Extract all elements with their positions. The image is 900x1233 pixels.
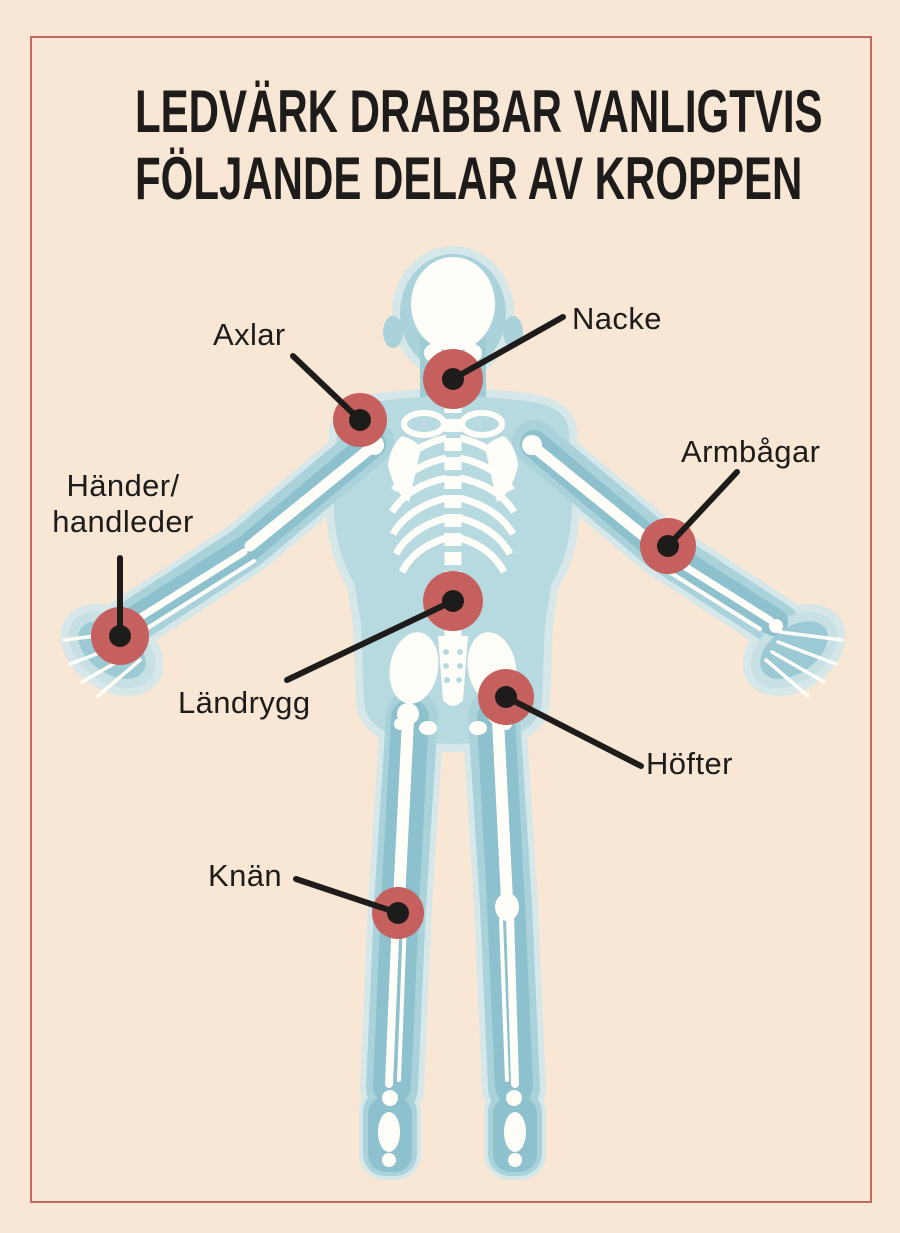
marker-knan (293, 876, 424, 939)
page-title: LEDVÄRK DRABBAR VANLIGTVIS FÖLJANDE DELA… (135, 78, 823, 212)
marker-hander-handleder (91, 555, 149, 665)
label-landrygg: Ländrygg (178, 685, 311, 720)
label-hander-line1: Händer/ (66, 468, 180, 503)
marker-nacke (423, 314, 566, 409)
label-armbagar: Armbågar (681, 434, 821, 469)
connector-knan (293, 876, 401, 916)
label-hofter: Höfter (646, 746, 733, 781)
label-nacke: Nacke (572, 301, 662, 336)
marker-hofter (478, 669, 644, 769)
connector-armbagar (665, 469, 740, 549)
bones (62, 257, 844, 1167)
marker-landrygg-dot (442, 590, 464, 612)
marker-axlar-dot (349, 409, 371, 431)
connector-nacke (450, 314, 566, 382)
marker-armbagar-dot (657, 535, 679, 557)
title-line-2: FÖLJANDE DELAR AV KROPPEN (135, 145, 803, 212)
label-knan: Knän (208, 858, 282, 893)
marker-axlar (290, 353, 387, 447)
marker-armbagar (640, 469, 740, 574)
marker-hofter-dot (495, 686, 517, 708)
marker-hander-dot (109, 625, 131, 647)
label-hander-handleder: Händer/ handleder (38, 468, 208, 540)
label-hander-line2: handleder (52, 504, 194, 539)
connector-hofter (503, 694, 644, 769)
marker-nacke-dot (442, 368, 464, 390)
marker-landrygg (284, 571, 483, 683)
connector-axlar (290, 353, 363, 423)
connector-landrygg (284, 598, 456, 683)
title-line-1: LEDVÄRK DRABBAR VANLIGTVIS (135, 78, 823, 145)
label-axlar: Axlar (213, 317, 286, 352)
marker-knan-dot (387, 902, 409, 924)
